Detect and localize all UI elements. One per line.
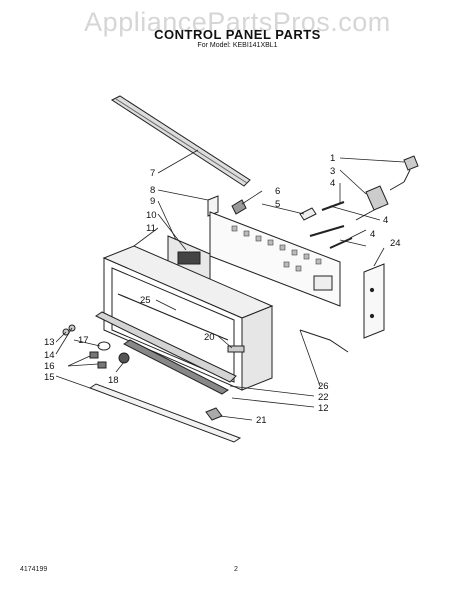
- diagram-title: CONTROL PANEL PARTS: [154, 27, 321, 42]
- callout-25: 25: [140, 295, 151, 306]
- callout-22: 22: [318, 392, 329, 403]
- side-bracket: [363, 263, 385, 339]
- callout-12: 12: [318, 403, 329, 414]
- callout-15: 15: [44, 372, 55, 383]
- callout-4-lower: 4: [370, 229, 375, 240]
- document-number: 4174199: [20, 566, 48, 573]
- callout-13: 13: [44, 337, 55, 348]
- page-number: 2: [234, 566, 238, 573]
- callout-16: 16: [44, 361, 55, 372]
- callout-4: 4: [330, 178, 335, 189]
- top-trim-strip: [110, 95, 251, 187]
- callout-17: 17: [78, 335, 89, 346]
- callout-6: 6: [275, 186, 280, 197]
- callout-21: 21: [256, 415, 267, 426]
- mounting-bracket: [207, 195, 219, 217]
- callout-labels: 1 3 4 7 8 9 10 11 6 5 4 4 24 25 20 26 22…: [44, 153, 401, 426]
- callout-9: 9: [150, 196, 155, 207]
- selector-switch: [355, 185, 389, 221]
- spring-clip: [299, 207, 317, 221]
- callout-26: 26: [318, 381, 329, 392]
- site-watermark: AppliancePartsPros.com: [84, 7, 391, 37]
- callout-1: 1: [330, 153, 335, 164]
- control-board: [209, 211, 341, 307]
- callout-24: 24: [390, 238, 401, 249]
- leader-lines: [55, 149, 405, 421]
- control-panel-frame: [102, 245, 274, 391]
- callout-18: 18: [108, 375, 119, 386]
- lower-strip: [95, 311, 237, 395]
- callout-3: 3: [330, 166, 335, 177]
- display-bezel: [167, 235, 211, 287]
- callout-5: 5: [275, 199, 280, 210]
- mounting-clip: [205, 407, 223, 421]
- callout-8: 8: [150, 185, 155, 196]
- inner-trim-rail: [117, 293, 229, 341]
- callout-7: 7: [150, 168, 155, 179]
- lower-trim: [88, 383, 242, 443]
- callout-4-mid: 4: [383, 215, 388, 226]
- callout-11: 11: [146, 223, 156, 234]
- terminal-connector: [389, 155, 419, 191]
- control-stem: [231, 199, 247, 215]
- model-subtitle: For Model: KEBI141XBL1: [197, 42, 278, 49]
- callout-10: 10: [146, 210, 157, 221]
- callout-14: 14: [44, 350, 55, 361]
- callout-20: 20: [204, 332, 215, 343]
- wire-lead: [299, 329, 349, 353]
